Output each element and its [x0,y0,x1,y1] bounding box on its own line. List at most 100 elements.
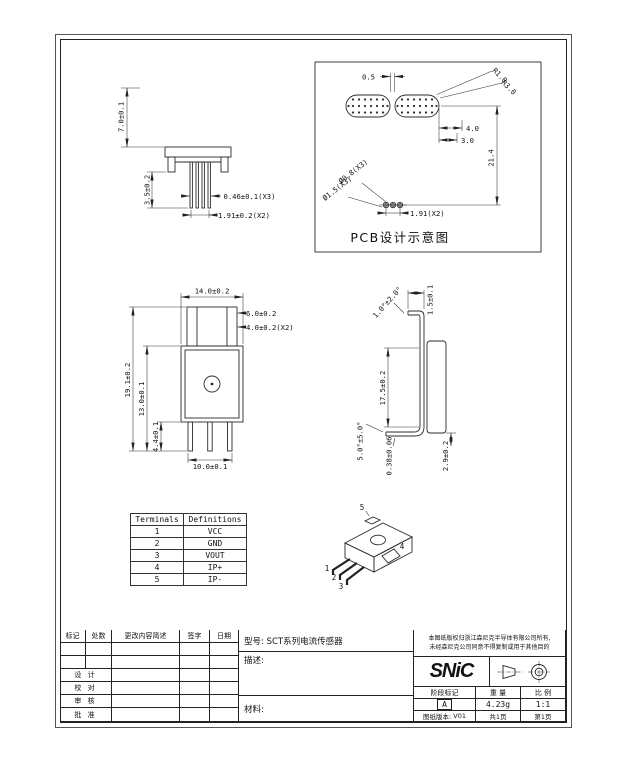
revision-empty-cell [180,656,210,669]
dim-pcb-4: 4.0 [466,124,479,133]
side-view-outline [164,146,232,209]
rev-header-signature: 签字 [180,630,210,643]
description-cell: 描述: [239,652,414,696]
revision-empty-cell [210,643,239,656]
projection-symbol-cell [490,657,566,687]
revision-empty-cell [210,656,239,669]
sheet-number-cell: 第1页 [521,711,566,722]
signoff-empty-cell [112,708,180,722]
third-angle-projection-symbol [496,660,550,683]
model-label: 型号: [244,636,264,647]
signoff-empty-cell [112,695,180,708]
signoff-empty-cell [180,682,210,695]
terminals-header-row: Terminals Definitions [130,513,247,526]
stage-value-cell: A [414,699,476,711]
signoff-empty-cell [180,708,210,722]
material-cell: 材料: [239,696,414,722]
side-view-dimension-lines [121,87,221,218]
terminal-definition-cell: IP+ [183,561,247,574]
pcb-view-title: PCB设计示意图 [350,230,449,245]
front-view-outline [180,306,244,452]
pcb-dimension-lines [347,70,503,216]
dim-front-pin-span: 10.0±0.1 [193,462,228,471]
signoff-empty-cell [112,682,180,695]
revision-empty-cell [86,643,112,656]
terminal-number-cell: 2 [130,537,184,550]
drawing-frame-inner [60,39,567,723]
dim-pcb-3: 3.0 [461,136,474,145]
iso-pin-label-2: 2 [332,573,337,582]
profile-view-outline [385,310,447,437]
rev-header-mark: 标记 [60,630,86,643]
terminal-definition-cell: IP- [183,573,247,586]
table-row: 3 VOUT [130,549,247,562]
stage-value-badge: A [437,699,452,710]
table-row: 5 IP- [130,573,247,586]
snic-logo: SNiC [414,657,490,687]
rev-header-date: 日期 [210,630,239,643]
front-view-dimension-lines [129,293,247,463]
scale-value-cell: 1:1 [521,699,566,711]
copyright-line-1: 本图纸版权归浙江森尼克半导体有限公司所有, [428,635,551,642]
sheet-total-cell: 共1页 [476,711,521,722]
role-approver: 批 准 [60,708,112,722]
role-auditor: 审 核 [60,695,112,708]
role-checker: 校 对 [60,682,112,695]
iso-pin-label-4: 4 [400,542,405,551]
dim-side-pin-width: 0.46±0.1(X3) [224,192,276,201]
table-row: 1 VCC [130,525,247,538]
drawing-frame-outer [55,34,572,728]
dim-front-body-height: 13.0±0.1 [137,382,146,417]
weight-value-cell: 4.23g [476,699,521,711]
dim-front-pin-length: 4.4±0.1 [151,422,160,452]
dim-front-width: 14.0±0.2 [195,287,230,296]
profile-view-dimension-lines [365,290,456,447]
dim-profile-bend-angle: 1.0°±2.0° [371,285,404,320]
revision-empty-cell [60,656,86,669]
material-label: 材料: [244,704,264,715]
drawing-version-cell: 图纸版本: V01 [414,711,476,722]
version-label: 图纸版本: [423,713,452,721]
model-cell: 型号: SCT系列电流传感器 [239,630,414,652]
terminal-definition-cell: VCC [183,525,247,538]
signoff-empty-cell [210,682,239,695]
signoff-empty-cell [210,695,239,708]
revision-empty-cell [112,643,180,656]
snic-logo-text: SNiC [429,660,475,682]
dim-side-pin-pitch: 1.91±0.2(X2) [218,211,270,220]
iso-pin-label-1: 1 [325,564,330,573]
terminal-number-cell: 4 [130,561,184,574]
signoff-empty-cell [180,695,210,708]
stage-label-cell: 阶段标记 [414,687,476,699]
description-label: 描述: [244,656,264,666]
terminal-number-cell: 5 [130,573,184,586]
dim-profile-height: 17.5±0.2 [378,371,387,406]
dim-pcb-hole-pitch: 1.91(X2) [410,209,445,218]
model-value: SCT系列电流传感器 [266,636,343,647]
dim-profile-top-width: 1.5±0.1 [426,285,435,315]
table-row: 4 IP+ [130,561,247,574]
terminals-table: Terminals Definitions 1 VCC 2 GND 3 VOUT… [130,513,247,586]
terminal-definition-cell: GND [183,537,247,550]
rev-header-description: 更改内容简述 [112,630,180,643]
dim-front-step-width: 4.0±0.2(X2) [246,323,294,332]
dim-pcb-height: 21.4 [487,149,496,166]
dim-pcb-pad-gap: 0.5 [362,73,375,82]
copyright-notice: 本图纸版权归浙江森尼克半导体有限公司所有, 未经森尼克公司同意不得复制或用于其他… [414,630,566,657]
dim-pcb-radius-outer: R3.0 [500,78,519,97]
dim-profile-foot-height: 2.9±0.2 [441,441,450,471]
table-row: 2 GND [130,537,247,550]
signoff-empty-cell [180,669,210,682]
revision-empty-cell [86,656,112,669]
terminals-col-header: Terminals [130,513,184,526]
signoff-empty-cell [210,708,239,722]
version-value: V01 [453,712,466,720]
dim-front-total-height: 19.1±0.2 [123,363,132,398]
copyright-line-2: 未经森尼克公司同意不得复制或用于其他目的 [429,644,550,651]
signoff-empty-cell [112,669,180,682]
rev-header-count: 处数 [86,630,112,643]
iso-view-outline [331,510,413,585]
terminal-definition-cell: VOUT [183,549,247,562]
